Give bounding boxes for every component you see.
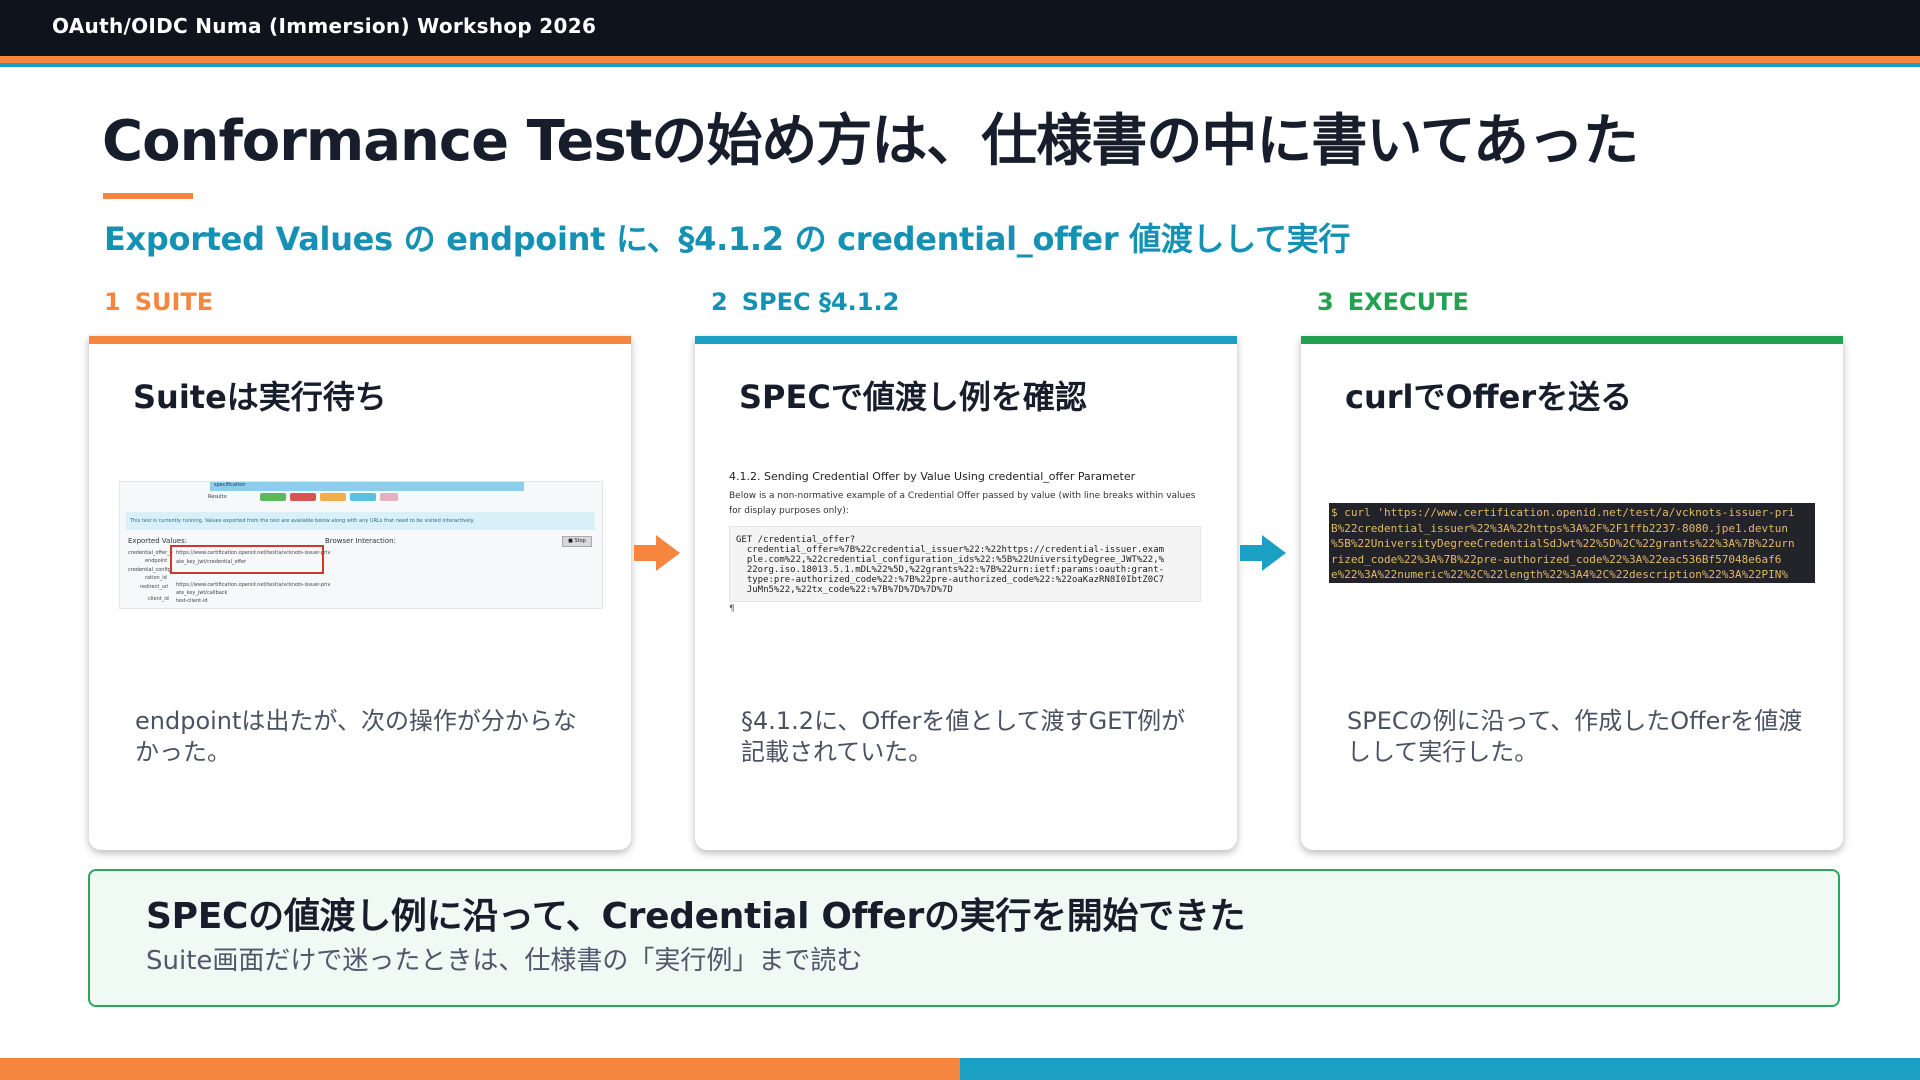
exported-row-value: https://www.certification.openid.net/tes… xyxy=(176,550,331,556)
spec-code: GET /credential_offer? credential_offer=… xyxy=(736,535,1165,595)
card-description: SPECの例に沿って、作成したOfferを値渡しして実行した。 xyxy=(1347,707,1803,766)
step-name: SUITE xyxy=(134,288,214,316)
step-number: 2 xyxy=(711,288,728,316)
endpoint-highlight-box xyxy=(170,545,324,574)
card-title: curlでOfferを送る xyxy=(1345,378,1633,416)
review-badge xyxy=(350,493,376,501)
exported-values-label: Exported Values: xyxy=(128,537,188,545)
card-accent-bar xyxy=(1301,336,1843,344)
step-number: 1 xyxy=(104,288,121,316)
slide-subtitle: Exported Values の endpoint に、§4.1.2 の cr… xyxy=(104,220,1351,258)
exported-row-label: redirect_uri xyxy=(140,584,169,590)
exported-row-label: client_id xyxy=(148,596,169,602)
exported-row-label: endpoint xyxy=(145,558,168,564)
step-label-2: 2 SPEC §4.1.2 xyxy=(711,288,899,316)
orange-arrow-icon xyxy=(634,535,680,571)
suite-screenshot: specification Results: This test is curr… xyxy=(119,481,603,609)
spec-section-heading: 4.1.2. Sending Credential Offer by Value… xyxy=(729,470,1136,483)
step-label-3: 3 EXECUTE xyxy=(1317,288,1469,316)
suite-running-notice: This test is currently running. Values e… xyxy=(126,512,595,530)
suite-results-label: Results: xyxy=(208,494,228,500)
card-suite: Suiteは実行待ち specification Results: This t… xyxy=(89,336,631,850)
card-spec: SPECで値渡し例を確認 4.1.2. Sending Credential O… xyxy=(695,336,1237,850)
spec-excerpt: 4.1.2. Sending Credential Offer by Value… xyxy=(729,470,1201,620)
skipped-badge xyxy=(380,493,398,501)
blue-arrow-icon xyxy=(1240,535,1286,571)
spec-paragraph: Below is a non-normative example of a Cr… xyxy=(729,491,1196,516)
card-title: SPECで値渡し例を確認 xyxy=(739,378,1087,416)
suite-spec-header: specification xyxy=(210,482,524,491)
footer-stripe-blue xyxy=(960,1058,1920,1080)
exported-row-value: https://www.certification.openid.net/tes… xyxy=(176,582,331,588)
failure-badge xyxy=(290,493,316,501)
stop-button[interactable]: ■ Stop xyxy=(562,536,592,547)
browser-interaction-label: Browser Interaction: xyxy=(325,537,396,545)
terminal-screenshot: $ curl 'https://www.certification.openid… xyxy=(1329,503,1815,583)
exported-row-value: ate_key_jwt/credential_offer xyxy=(176,559,247,565)
slide-title: Conformance Testの始め方は、仕様書の中に書いてあった xyxy=(102,109,1639,174)
summary-box: SPECの値渡し例に沿って、Credential Offerの実行を開始できた … xyxy=(88,869,1840,1007)
header-stripe-orange xyxy=(0,56,1920,63)
step-name: EXECUTE xyxy=(1347,288,1469,316)
exported-row-label: credential_config xyxy=(128,567,171,573)
step-number: 3 xyxy=(1317,288,1334,316)
warning-badge xyxy=(320,493,346,501)
card-description: endpointは出たが、次の操作が分からなかった。 xyxy=(135,707,577,766)
exported-row-value: test-client-id xyxy=(176,598,208,604)
footer-stripe-orange xyxy=(0,1058,960,1080)
success-badge xyxy=(260,493,286,501)
spec-code-block: GET /credential_offer? credential_offer=… xyxy=(729,526,1201,602)
exported-row-label: ration_id xyxy=(145,575,167,581)
card-description: §4.1.2に、Offerを値として渡すGET例が記載されていた。 xyxy=(741,707,1186,766)
step-label-1: 1 SUITE xyxy=(104,288,213,316)
top-bar: OAuth/OIDC Numa (Immersion) Workshop 202… xyxy=(0,0,1920,56)
card-accent-bar xyxy=(89,336,631,344)
step-name: SPEC §4.1.2 xyxy=(741,288,900,316)
summary-subtitle: Suite画面だけで迷ったときは、仕様書の「実行例」まで読む xyxy=(146,946,863,976)
header-stripe-blue xyxy=(0,63,1920,67)
pilcrow-icon: ¶ xyxy=(729,604,735,614)
summary-title: SPECの値渡し例に沿って、Credential Offerの実行を開始できた xyxy=(146,896,1246,937)
card-title: Suiteは実行待ち xyxy=(133,378,387,416)
card-execute: curlでOfferを送る $ curl 'https://www.certif… xyxy=(1301,336,1843,850)
exported-row-label: credential_offer_e xyxy=(128,550,173,556)
exported-row-value: ate_key_jwt/callback xyxy=(176,590,228,596)
workshop-title: OAuth/OIDC Numa (Immersion) Workshop 202… xyxy=(52,14,597,38)
curl-command: $ curl 'https://www.certification.openid… xyxy=(1331,506,1795,581)
title-accent-bar xyxy=(103,193,193,199)
card-accent-bar xyxy=(695,336,1237,344)
